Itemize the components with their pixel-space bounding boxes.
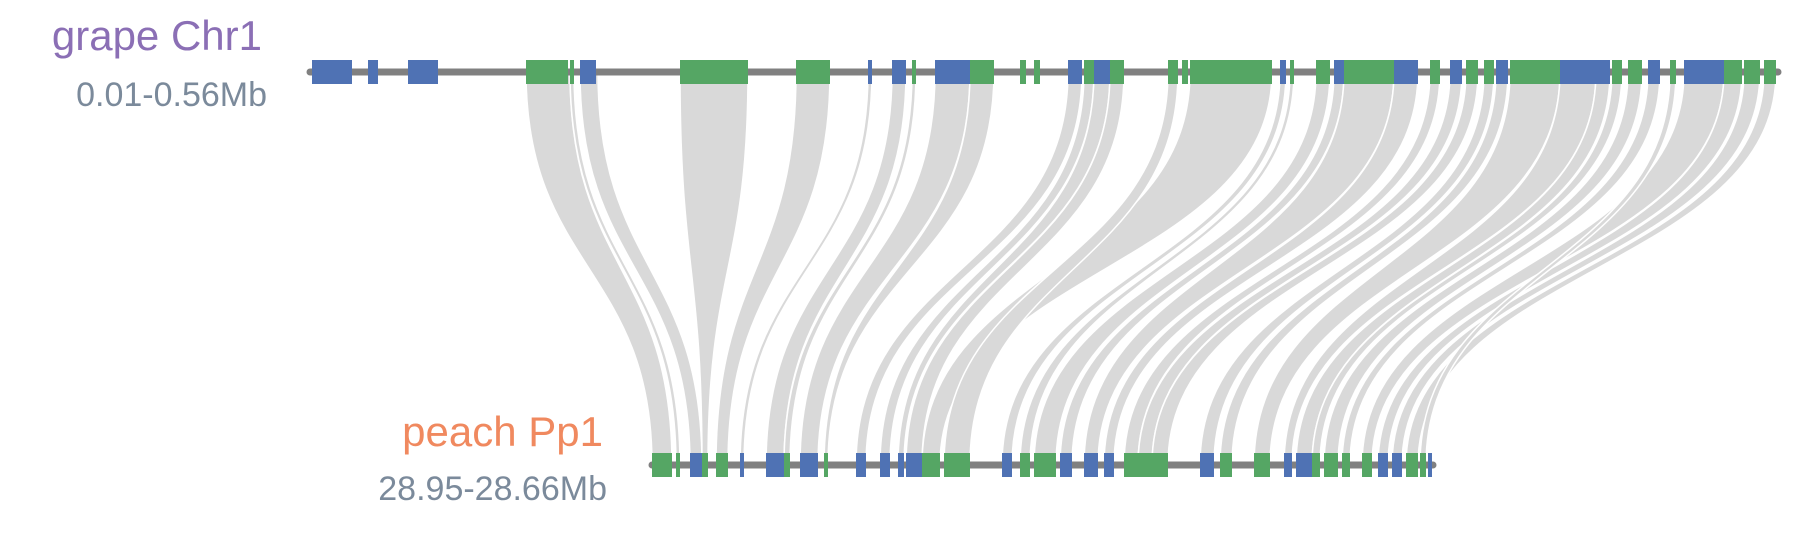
gene-block bbox=[1034, 453, 1056, 477]
gene-block bbox=[1084, 60, 1094, 84]
gene-block bbox=[1220, 453, 1232, 477]
gene-block bbox=[1002, 453, 1012, 477]
gene-block bbox=[1394, 60, 1418, 84]
gene-block bbox=[1560, 60, 1596, 84]
bottom-genome-range: 28.95-28.66Mb bbox=[378, 470, 607, 508]
gene-block bbox=[912, 60, 916, 84]
top-genome-range: 0.01-0.56Mb bbox=[76, 76, 267, 114]
gene-block bbox=[1020, 60, 1026, 84]
gene-block bbox=[1406, 453, 1418, 477]
gene-block bbox=[1378, 453, 1388, 477]
gene-block bbox=[1296, 453, 1312, 477]
gene-block bbox=[368, 60, 378, 84]
top-genes bbox=[312, 60, 1776, 84]
gene-block bbox=[652, 453, 672, 477]
gene-block bbox=[1628, 60, 1642, 84]
gene-block bbox=[1152, 453, 1168, 477]
gene-block bbox=[740, 453, 744, 477]
gene-block bbox=[1392, 453, 1402, 477]
gene-block bbox=[1190, 60, 1272, 84]
gene-block bbox=[922, 453, 940, 477]
gene-block bbox=[880, 453, 890, 477]
top-genome-name: grape Chr1 bbox=[51, 12, 262, 59]
gene-block bbox=[800, 453, 818, 477]
gene-block bbox=[1724, 60, 1742, 84]
gene-block bbox=[1510, 60, 1560, 84]
bottom-genome-name: peach Pp1 bbox=[402, 408, 603, 455]
gene-block bbox=[1316, 60, 1330, 84]
gene-block bbox=[1484, 60, 1494, 84]
gene-block bbox=[676, 453, 680, 477]
gene-block bbox=[1684, 60, 1724, 84]
gene-block bbox=[1466, 60, 1478, 84]
gene-block bbox=[1450, 60, 1462, 84]
gene-block bbox=[1596, 60, 1610, 84]
gene-block bbox=[1182, 60, 1188, 84]
gene-block bbox=[1068, 60, 1082, 84]
bottom-genes bbox=[652, 453, 1432, 477]
gene-block bbox=[1020, 453, 1030, 477]
gene-block bbox=[892, 60, 906, 84]
gene-block bbox=[1284, 453, 1292, 477]
gene-block bbox=[312, 60, 352, 84]
gene-block bbox=[824, 453, 828, 477]
gene-block bbox=[856, 453, 866, 477]
gene-block bbox=[1324, 453, 1338, 477]
gene-block bbox=[1290, 60, 1294, 84]
gene-block bbox=[1280, 60, 1286, 84]
gene-block bbox=[1084, 453, 1098, 477]
gene-block bbox=[690, 453, 702, 477]
gene-block bbox=[1612, 60, 1622, 84]
gene-block bbox=[970, 60, 994, 84]
gene-block bbox=[935, 60, 970, 84]
gene-block bbox=[680, 60, 748, 84]
gene-block bbox=[1312, 453, 1320, 477]
gene-block bbox=[1200, 453, 1214, 477]
gene-block bbox=[1496, 60, 1508, 84]
gene-block bbox=[1034, 60, 1040, 84]
gene-block bbox=[1094, 60, 1110, 84]
gene-block bbox=[408, 60, 438, 84]
gene-block bbox=[1124, 453, 1138, 477]
gene-block bbox=[1362, 453, 1372, 477]
gene-block bbox=[796, 60, 830, 84]
gene-block bbox=[1430, 60, 1440, 84]
gene-block bbox=[580, 60, 596, 84]
gene-block bbox=[1744, 60, 1760, 84]
gene-block bbox=[1168, 60, 1178, 84]
gene-block bbox=[1648, 60, 1660, 84]
gene-block bbox=[766, 453, 784, 477]
gene-block bbox=[1254, 453, 1270, 477]
gene-block bbox=[526, 60, 568, 84]
gene-block bbox=[702, 453, 708, 477]
gene-block bbox=[1420, 453, 1426, 477]
gene-block bbox=[1344, 60, 1394, 84]
gene-block bbox=[1334, 60, 1344, 84]
gene-block bbox=[784, 453, 790, 477]
gene-block bbox=[944, 453, 970, 477]
gene-block bbox=[1764, 60, 1776, 84]
gene-block bbox=[1670, 60, 1676, 84]
gene-block bbox=[868, 60, 872, 84]
gene-block bbox=[1138, 453, 1152, 477]
gene-block bbox=[716, 453, 728, 477]
gene-block bbox=[906, 453, 922, 477]
gene-block bbox=[1428, 453, 1432, 477]
gene-block bbox=[1342, 453, 1350, 477]
synteny-links bbox=[525, 71, 1777, 466]
gene-block bbox=[1060, 453, 1072, 477]
gene-block bbox=[1110, 60, 1124, 84]
gene-block bbox=[570, 60, 574, 84]
gene-block bbox=[898, 453, 904, 477]
gene-block bbox=[1104, 453, 1114, 477]
